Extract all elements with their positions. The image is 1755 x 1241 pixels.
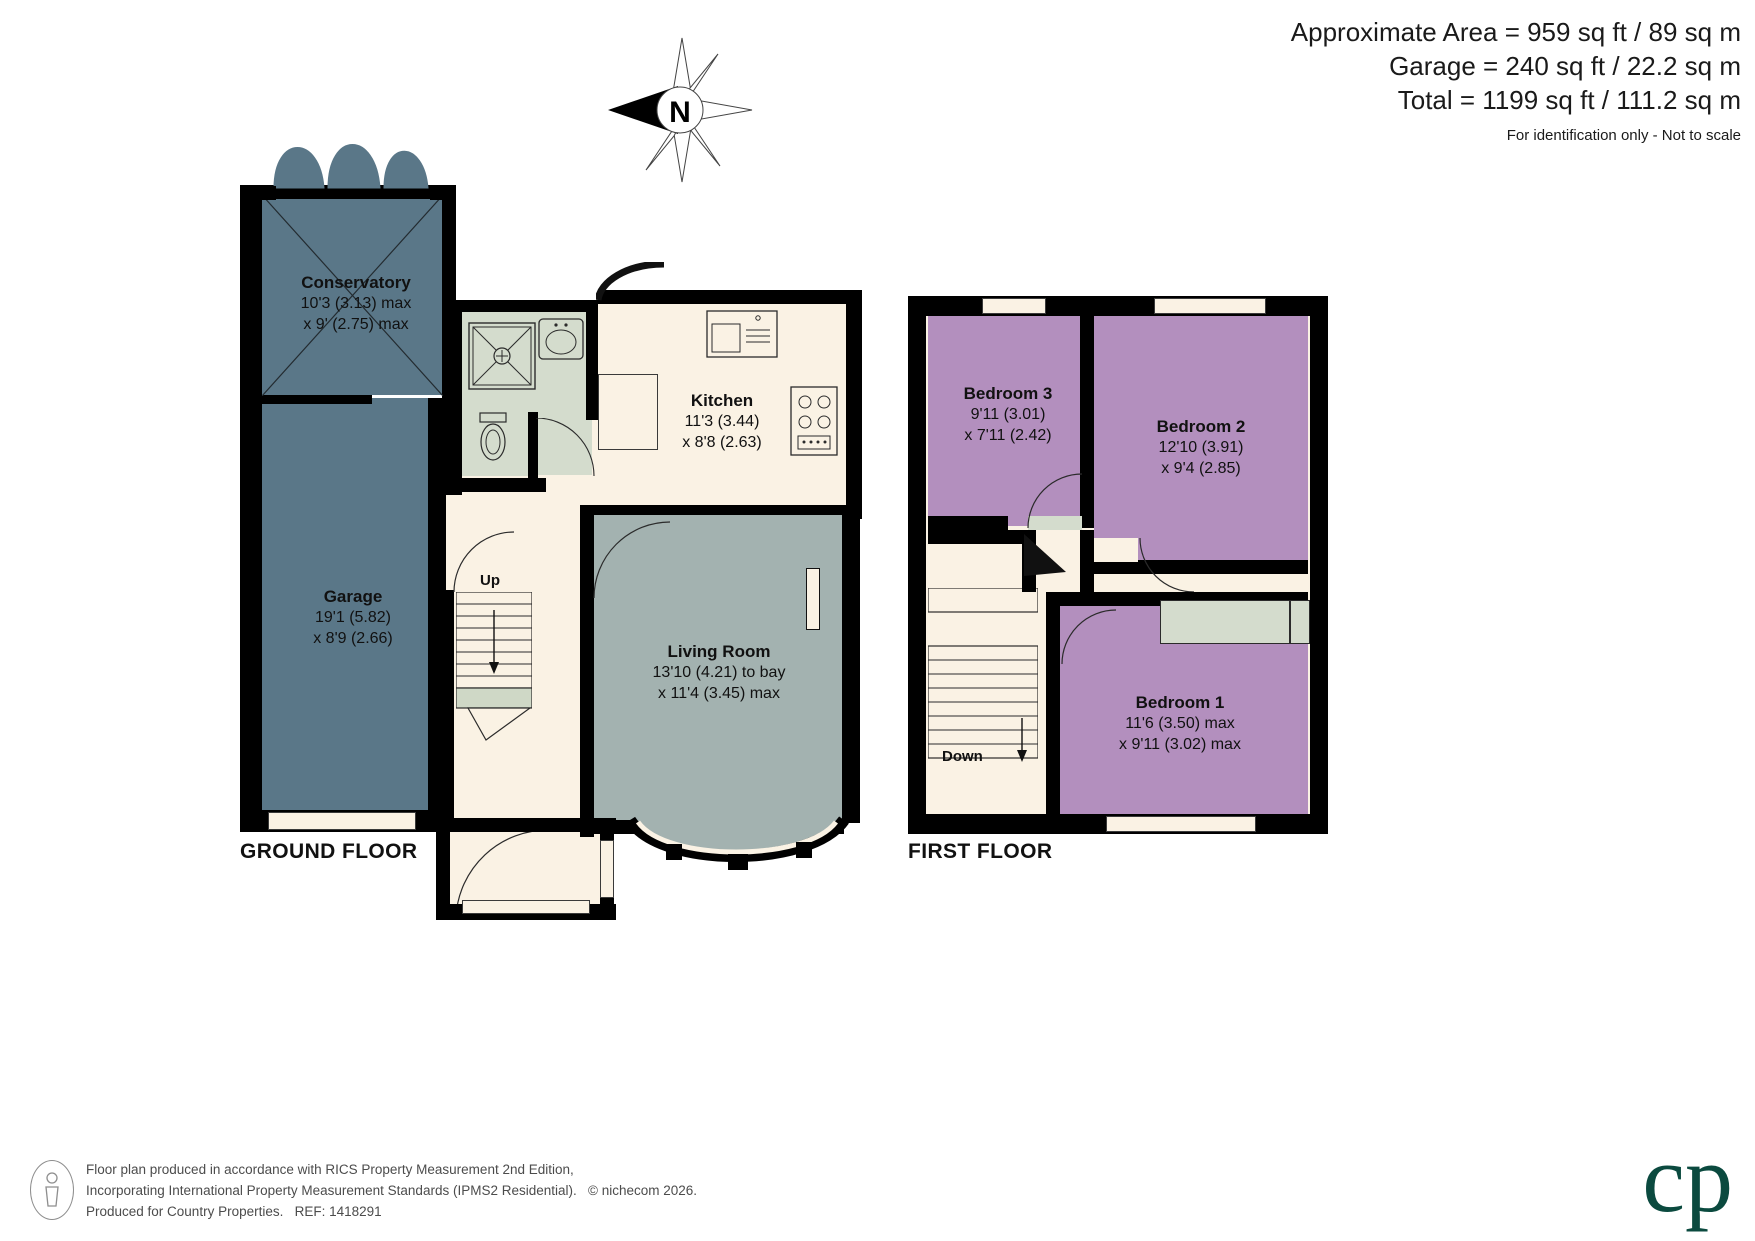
bathroom-door-swing	[536, 418, 595, 477]
bedroom3-door-threshold	[1028, 516, 1082, 530]
garage-floor-fill	[262, 398, 444, 810]
landing-wall-left-lower	[928, 530, 1024, 544]
footer-text-block: Floor plan produced in accordance with R…	[86, 1160, 697, 1223]
wc-partition-wall	[528, 412, 538, 482]
compass-rose: N	[600, 36, 760, 183]
garage-area-line: Garage = 240 sq ft / 22.2 sq m	[1389, 50, 1741, 81]
first-floor-wall-right	[1308, 296, 1328, 834]
stairs-wall-left-ground	[440, 590, 454, 830]
landing-stair-stringer	[1024, 534, 1066, 576]
footer: Floor plan produced in accordance with R…	[30, 1160, 697, 1223]
bedroom3-wall-bottom	[928, 516, 1008, 530]
footer-line-3-row: Produced for Country Properties. REF: 14…	[86, 1202, 697, 1223]
first-floor-caption: FIRST FLOOR	[908, 840, 1053, 863]
bedroom2-wall-bottom	[1094, 560, 1308, 574]
garage-door-opening	[268, 812, 416, 830]
bedroom3-floor-fill	[928, 316, 1088, 526]
stairs-down-label-first: Down	[942, 748, 983, 765]
bedroom3-wall-right	[1080, 316, 1094, 528]
living-room-wall-right	[842, 505, 860, 823]
bedroom3-door-swing	[1027, 473, 1083, 529]
bedroom1-door-swing	[1061, 609, 1117, 665]
living-room-bay-window	[624, 816, 849, 870]
bathroom-wall-bottom	[446, 478, 546, 492]
footer-line-2: Incorporating International Property Mea…	[86, 1182, 577, 1198]
garage-wall-left	[240, 185, 262, 825]
footer-line-2-row: Incorporating International Property Mea…	[86, 1181, 697, 1202]
bedroom2-window	[1154, 298, 1266, 314]
hall-wall-bottom	[436, 818, 616, 832]
bathroom-wall-right	[586, 300, 598, 420]
first-floor-staircase	[928, 588, 1038, 759]
conservatory-post-left	[262, 186, 276, 200]
kitchen-sink-icon	[706, 310, 778, 358]
footer-line-1: Floor plan produced in accordance with R…	[86, 1162, 574, 1177]
kitchen-counter-unit	[598, 374, 658, 450]
kitchen-hob-icon	[790, 386, 838, 456]
hall-door-swing-upper	[453, 531, 515, 593]
bedroom2-door-swing	[1139, 537, 1194, 592]
rics-person-icon	[30, 1160, 74, 1220]
porch-wall-left	[436, 826, 450, 918]
bedroom1-wardrobe-side	[1290, 600, 1310, 644]
landing-partition	[1080, 530, 1094, 592]
conservatory-roof-hatch	[262, 195, 443, 396]
kitchen-wall-top	[598, 290, 860, 304]
garage-wall-top-divider	[262, 394, 372, 404]
bedroom2-door-gap	[1094, 538, 1138, 562]
living-room-door-swing	[593, 521, 671, 599]
porch-threshold	[462, 900, 590, 914]
porch-side-window	[600, 840, 614, 898]
shower-tray-icon	[468, 322, 536, 390]
area-summary: Approximate Area = 959 sq ft / 89 sq m G…	[1291, 16, 1741, 146]
living-room-wall-left	[580, 505, 594, 837]
bathroom-wall-top	[454, 300, 598, 312]
kitchen-wall-right	[846, 290, 862, 515]
living-room-window-right	[806, 568, 820, 630]
approximate-area-line: Approximate Area = 959 sq ft / 89 sq m	[1290, 17, 1741, 47]
first-floor-stairs-direction-arrow	[1017, 718, 1027, 762]
ground-floor-caption: GROUND FLOOR	[240, 840, 418, 863]
country-properties-logo: cp	[1642, 1125, 1733, 1232]
bathroom-wall-left	[446, 300, 462, 495]
stairs-up-label-ground: Up	[480, 572, 500, 589]
footer-line-3: Produced for Country Properties.	[86, 1203, 284, 1219]
total-area-line: Total = 1199 sq ft / 111.2 sq m	[1397, 84, 1741, 115]
compass-north-letter: N	[669, 96, 691, 129]
wash-basin-icon	[538, 318, 584, 360]
bedroom1-wall-left	[1046, 592, 1060, 822]
first-floor-wall-left	[908, 296, 928, 834]
bedroom3-window	[982, 298, 1046, 314]
stairs-winder-ground	[466, 707, 532, 741]
conservatory-bay-windows	[273, 144, 429, 189]
disclaimer-text: For identification only - Not to scale	[1506, 127, 1741, 145]
bedroom1-wardrobe	[1160, 600, 1290, 644]
conservatory-post-right	[430, 186, 444, 200]
bedroom2-floor-fill	[1094, 316, 1308, 566]
footer-reference: REF: 1418291	[294, 1203, 382, 1219]
ground-staircase	[456, 592, 532, 709]
kitchen-hall-opening	[596, 262, 665, 301]
toilet-icon	[479, 412, 507, 461]
living-room-floor-fill	[592, 515, 844, 823]
bedroom1-window	[1106, 816, 1256, 832]
footer-copyright: © nichecom 2026.	[588, 1182, 698, 1198]
